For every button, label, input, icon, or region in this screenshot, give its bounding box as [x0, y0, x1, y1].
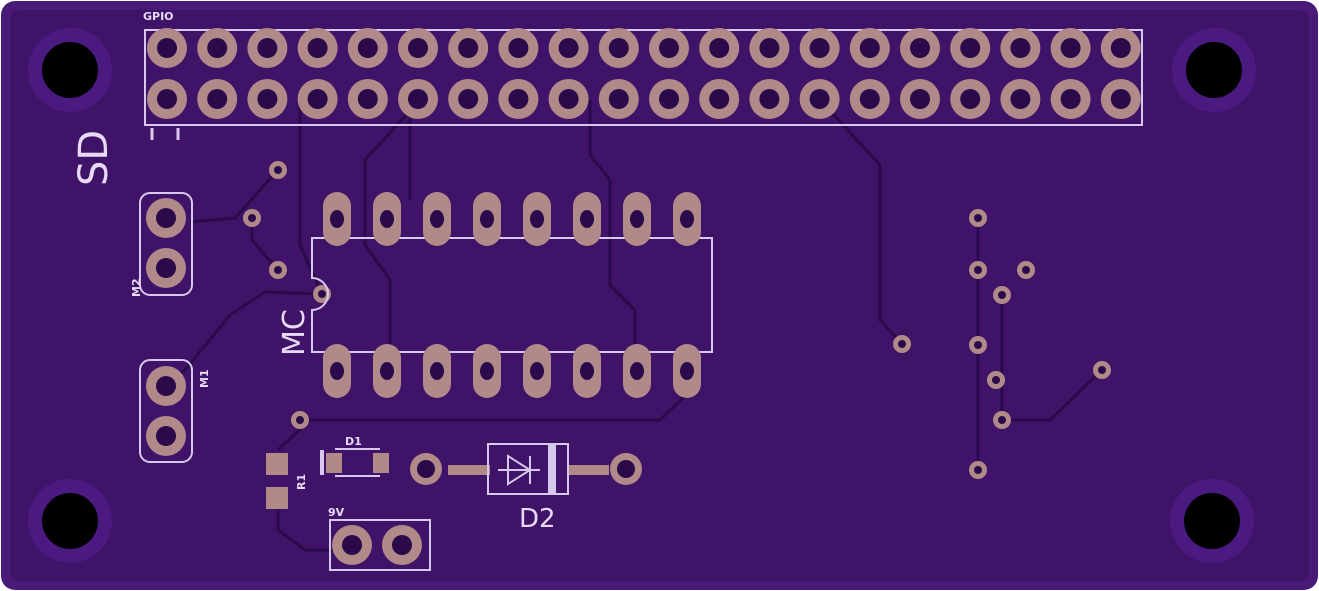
ic-pin [373, 192, 401, 246]
via [269, 161, 287, 179]
gpio-pin [347, 28, 388, 68]
m2-connector: M2 [130, 192, 193, 297]
gpio-pin [498, 28, 539, 68]
gpio-pin [147, 79, 187, 119]
r1-resistor: R1 [266, 453, 308, 509]
gpio-pin [147, 28, 187, 68]
gpio-pin [950, 28, 991, 68]
gpio-pin [448, 28, 489, 68]
ic-pin [473, 344, 501, 398]
mc-label: MC [277, 309, 312, 356]
gpio-pin [297, 79, 338, 119]
gpio-label: GPIO [143, 10, 174, 23]
d2-diode: D2 [410, 443, 642, 534]
gpio-pin [1100, 28, 1141, 68]
board-copper-pour [10, 10, 1309, 581]
gpio-pin [398, 28, 438, 68]
sd-label: SD [71, 130, 117, 186]
via [987, 371, 1005, 389]
gpio-pin [900, 28, 940, 68]
gpio-pin [849, 28, 890, 68]
via [969, 209, 987, 227]
via [993, 286, 1011, 304]
r1-label: R1 [295, 474, 308, 490]
gpio-pin [649, 79, 689, 119]
ic-pin [423, 192, 451, 246]
gpio-pin [1000, 28, 1041, 68]
gpio-pin [1000, 79, 1041, 119]
gpio-pin [799, 28, 840, 68]
via [969, 261, 987, 279]
gpio-pin [649, 28, 689, 68]
gpio-pin [347, 79, 388, 119]
ic-pin [323, 344, 351, 398]
ic-pin [673, 344, 701, 398]
gpio-pin [598, 79, 639, 119]
d1-diode: D1 [320, 435, 389, 477]
gpio-header: GPIO [143, 10, 1143, 140]
nine-volt-label: 9V [328, 506, 345, 519]
ic-pin [373, 344, 401, 398]
gpio-pin [247, 28, 288, 68]
via [243, 209, 261, 227]
gpio-pin [1050, 28, 1091, 68]
ic-pin [423, 344, 451, 398]
ic-pin [523, 344, 551, 398]
gpio-pin [749, 28, 790, 68]
nine-volt-connector: 9V [328, 506, 431, 571]
mc-ic: MC [277, 192, 713, 398]
gpio-pin [950, 79, 991, 119]
mounting-holes [28, 28, 1256, 563]
gpio-pin [598, 28, 639, 68]
gpio-pin [197, 28, 238, 68]
ic-pin [323, 192, 351, 246]
gpio-pin [799, 79, 840, 119]
gpio-pin [498, 79, 539, 119]
gpio-pin [548, 28, 589, 68]
gpio-pin [448, 79, 489, 119]
via [291, 411, 309, 429]
gpio-pin [398, 79, 438, 119]
gpio-pin [900, 79, 940, 119]
gpio-pin [749, 79, 790, 119]
gpio-pin [849, 79, 890, 119]
d2-label: D2 [519, 504, 556, 534]
gpio-pin [548, 79, 589, 119]
ic-pin [473, 192, 501, 246]
d1-label: D1 [345, 435, 362, 448]
gpio-pin [699, 28, 740, 68]
gpio-pin [297, 28, 338, 68]
ic-pin [623, 192, 651, 246]
m1-connector: M1 [139, 359, 211, 463]
ic-pin [573, 192, 601, 246]
gpio-pin [197, 79, 238, 119]
via [893, 335, 911, 353]
m2-label: M2 [130, 278, 143, 297]
ic-pin [623, 344, 651, 398]
ic-pin [673, 192, 701, 246]
via [269, 261, 287, 279]
gpio-pin [1100, 79, 1141, 119]
via [993, 411, 1011, 429]
gpio-pin [699, 79, 740, 119]
ic-pin [573, 344, 601, 398]
via [969, 461, 987, 479]
via [1093, 361, 1111, 379]
m1-label: M1 [198, 369, 211, 388]
gpio-pin [1050, 79, 1091, 119]
via [1017, 261, 1035, 279]
ic-pin [523, 192, 551, 246]
via [969, 336, 987, 354]
gpio-pin [247, 79, 288, 119]
